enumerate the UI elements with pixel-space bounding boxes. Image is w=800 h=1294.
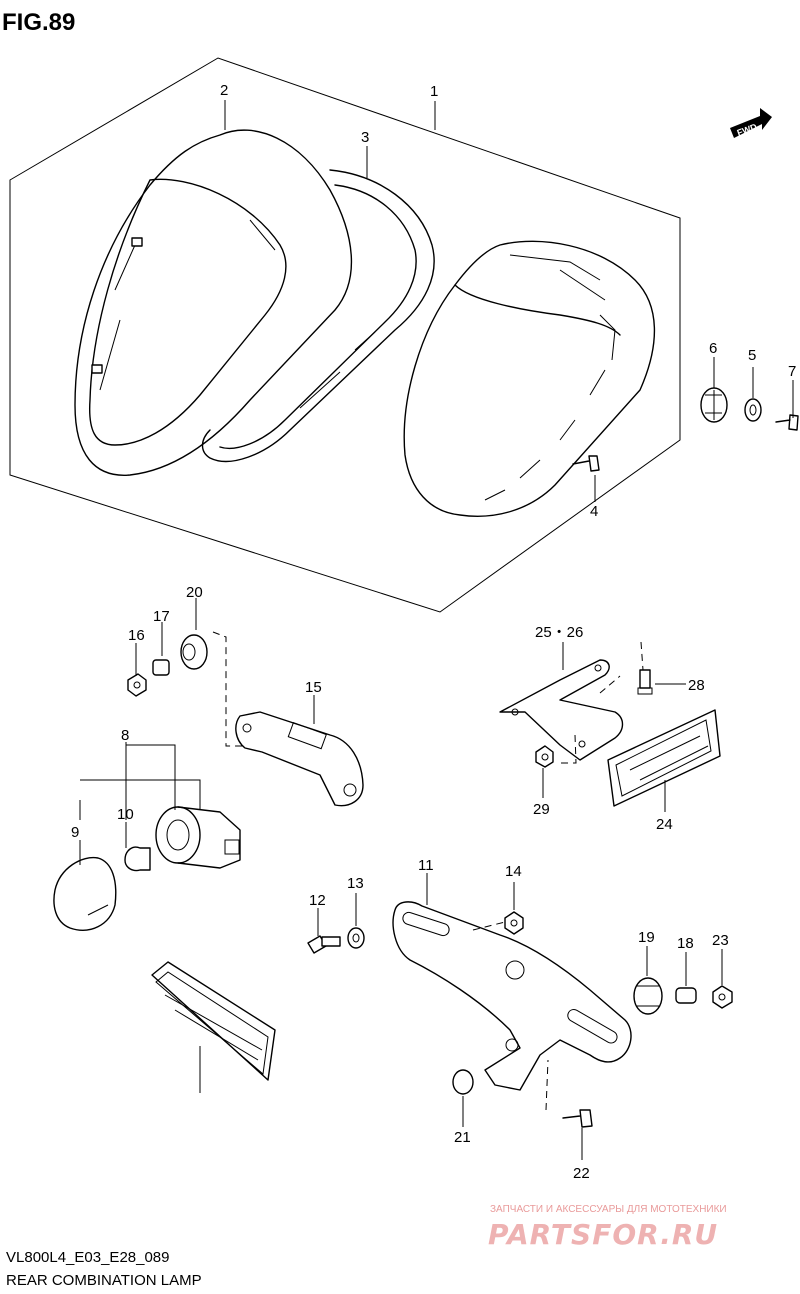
part-4-screw xyxy=(572,455,600,472)
part-19-grommet xyxy=(633,977,663,1015)
callout-13: 13 xyxy=(347,875,364,892)
callout-27: 28 xyxy=(688,677,705,694)
callout-10: 10 xyxy=(117,806,134,823)
callout-labels: 2 1 3 6 5 7 4 20 17 16 15 25・26 28 8 29 … xyxy=(71,82,796,1182)
part-24-reflector xyxy=(607,709,721,807)
part-29-reflector xyxy=(151,961,276,1081)
part-10-bulb xyxy=(124,846,151,872)
part-17-collar xyxy=(152,659,170,676)
callout-5: 5 xyxy=(748,347,756,364)
callout-19: 19 xyxy=(638,929,655,946)
watermark-tagline: ЗАПЧАСТИ И АКСЕССУАРЫ ДЛЯ МОТОТЕХНИКИ xyxy=(490,1204,727,1215)
callout-6: 6 xyxy=(709,340,717,357)
part-8-socket xyxy=(155,806,241,869)
callout-15: 15 xyxy=(305,679,322,696)
part-21-cap xyxy=(452,1069,474,1095)
callout-4: 4 xyxy=(590,503,598,520)
part-7-screw xyxy=(775,414,799,431)
callout-1: 1 xyxy=(430,83,438,100)
figure-caption: REAR COMBINATION LAMP xyxy=(6,1272,202,1289)
callout-22: 22 xyxy=(573,1165,590,1182)
callout-12: 12 xyxy=(309,892,326,909)
part-14-nut xyxy=(504,911,524,935)
part-11-bracket xyxy=(392,901,632,1091)
part-6-grommet xyxy=(700,387,728,423)
part-15-bracket xyxy=(235,711,364,807)
callout-11: 11 xyxy=(418,857,434,874)
part-5-washer xyxy=(744,398,762,422)
figure-title: FIG.89 xyxy=(2,9,75,36)
callout-2: 2 xyxy=(220,82,228,99)
part-2-lens xyxy=(74,129,353,476)
watermark: ЗАПЧАСТИ И АКСЕССУАРЫ ДЛЯ МОТОТЕХНИКИ PA… xyxy=(488,1204,727,1251)
part-16-nut xyxy=(127,673,147,697)
callout-25-26: 25・26 xyxy=(535,624,583,641)
callout-8: 8 xyxy=(121,727,129,744)
part-25-26-bracket xyxy=(499,659,624,761)
part-18-collar xyxy=(675,987,697,1004)
model-code: VL800L4_E03_E28_089 xyxy=(6,1249,170,1266)
callout-18: 18 xyxy=(677,935,694,952)
part-28-nut xyxy=(535,745,554,768)
callout-9: 9 xyxy=(71,824,79,841)
callout-23: 23 xyxy=(712,932,729,949)
callout-24: 24 xyxy=(656,816,673,833)
part-12-bolt xyxy=(307,935,341,954)
part-9-lens xyxy=(53,856,117,931)
callout-20: 20 xyxy=(186,584,203,601)
part-23-nut xyxy=(712,985,733,1009)
part-22-bolt xyxy=(562,1109,593,1128)
part-20-grommet xyxy=(180,634,208,670)
fwd-label: FWD xyxy=(736,121,759,138)
callout-3: 3 xyxy=(361,129,369,146)
part-27-bolt xyxy=(637,669,653,695)
callout-17: 17 xyxy=(153,608,170,625)
callout-21: 21 xyxy=(454,1129,471,1146)
part-3-gasket xyxy=(201,169,435,463)
leader-lines xyxy=(79,100,794,1160)
watermark-brand: PARTSFOR.RU xyxy=(488,1218,718,1251)
lamp-assembly-outline xyxy=(9,57,681,613)
part-13-washer xyxy=(347,927,365,949)
callout-14: 14 xyxy=(505,863,522,880)
part-1-housing xyxy=(403,240,656,517)
callout-16: 16 xyxy=(128,627,145,644)
callout-7: 7 xyxy=(788,363,796,380)
callout-28: 29 xyxy=(533,801,550,818)
forward-arrow-icon: FWD xyxy=(730,108,772,138)
